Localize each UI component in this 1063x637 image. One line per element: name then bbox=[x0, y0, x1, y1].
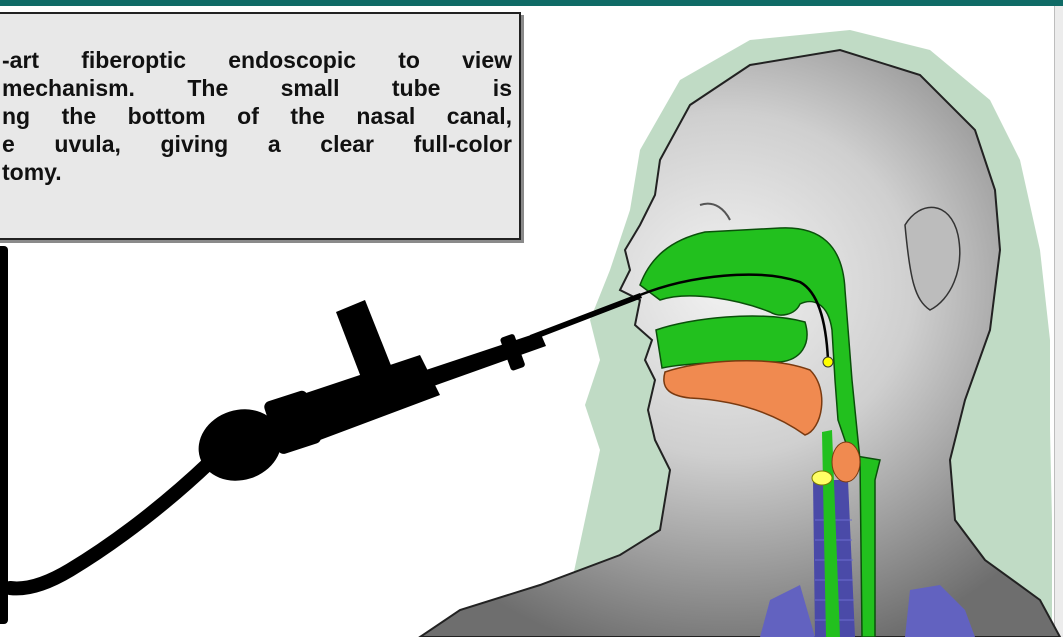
light-tip-dot bbox=[823, 357, 833, 367]
fiberoptic-endoscope[interactable] bbox=[189, 293, 642, 491]
caption-box: -art fiberoptic endoscopic to view mecha… bbox=[0, 12, 521, 240]
oral-cavity bbox=[656, 316, 807, 368]
scope-cable bbox=[10, 462, 210, 588]
epiglottis bbox=[832, 442, 860, 482]
caption-line-4: e uvula, giving a clear full-color bbox=[2, 130, 512, 158]
monitor-edge bbox=[0, 246, 8, 624]
caption-text: -art fiberoptic endoscopic to view mecha… bbox=[2, 46, 512, 186]
caption-line-1: -art fiberoptic endoscopic to view bbox=[2, 46, 512, 74]
vocal-cords bbox=[812, 471, 832, 485]
caption-line-5: tomy. bbox=[2, 158, 512, 186]
caption-line-2: mechanism. The small tube is bbox=[2, 74, 512, 102]
caption-line-3: ng the bottom of the nasal canal, bbox=[2, 102, 512, 130]
